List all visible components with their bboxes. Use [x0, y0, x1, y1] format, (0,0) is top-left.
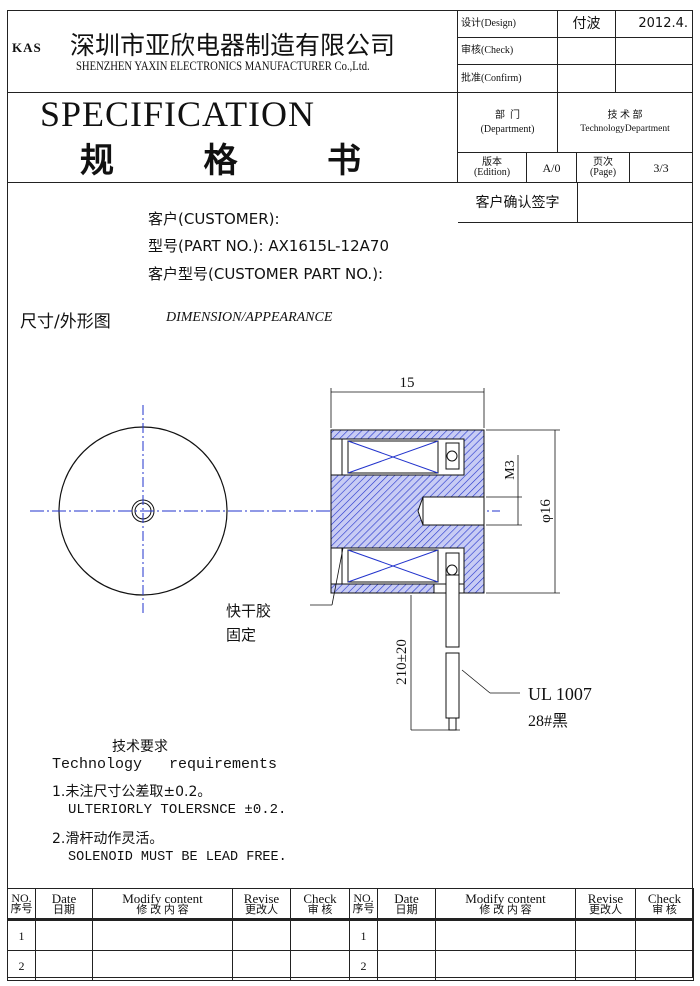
row-no: 1 — [7, 919, 36, 951]
row-cell — [232, 919, 291, 951]
edition-value: A/0 — [527, 153, 577, 183]
design-name: 付波 — [558, 10, 616, 38]
confirm-date — [616, 65, 693, 93]
design-label: 设计(Design) — [458, 10, 558, 38]
design-date: 2012.4. — [616, 10, 693, 38]
customer-sign-field — [578, 183, 693, 223]
requirement-2-cn: 2.滑杆动作灵活。 — [52, 831, 164, 847]
confirm-label: 批准(Confirm) — [458, 65, 558, 93]
row-cell — [575, 950, 636, 981]
spec-title-cn: 规 格 书 — [80, 141, 362, 181]
part-no-line: 型号(PART NO.): AX1615L-12A70 — [148, 235, 389, 256]
row-cell — [290, 950, 350, 981]
glue-note-2: 固定 — [226, 626, 256, 644]
row-cell — [435, 950, 576, 981]
requirement-1-en: ULTERIORLY TOLERSNCE ±0.2. — [68, 802, 287, 818]
header-no: NO.序号 — [7, 888, 36, 921]
dimension-title-en: DIMENSION/APPEARANCE — [166, 310, 333, 325]
row-cell — [290, 919, 350, 951]
wire-spec-2: 28#黑 — [528, 713, 568, 730]
customer-label: 客户(CUSTOMER): — [148, 210, 280, 228]
department-label: 部 门 (Department) — [458, 93, 558, 153]
requirements-title-en: Technology requirements — [52, 756, 278, 773]
diameter-dimension: φ16 — [538, 499, 554, 523]
row-no: 2 — [7, 950, 36, 981]
thread-dimension: M3 — [503, 460, 518, 479]
side-section-view — [330, 429, 485, 594]
table-row: 2 2 — [7, 950, 694, 981]
dimension-drawing: 15 φ16 M3 210±20 快干胶 固定 UL 1007 28#黑 — [30, 375, 592, 731]
check-name — [558, 38, 616, 65]
length-dimension: 15 — [400, 375, 415, 391]
wire-spec-1: UL 1007 — [528, 684, 592, 704]
row-cell — [377, 919, 436, 951]
customer-sign-label: 客户确认签字 — [458, 183, 578, 223]
company-logo: KAS — [12, 40, 42, 55]
row-cell — [575, 919, 636, 951]
row-cell — [377, 950, 436, 981]
edition-label: 版本 (Edition) — [458, 153, 527, 183]
table-row: 1 1 — [7, 919, 694, 951]
row-cell — [635, 950, 694, 981]
row-cell — [92, 950, 233, 981]
page-value: 3/3 — [630, 153, 693, 183]
company-name-en: SHENZHEN YAXIN ELECTRONICS MANUFACTURER … — [76, 59, 370, 73]
spec-title-en: SPECIFICATION — [40, 94, 316, 134]
check-label: 审核(Check) — [458, 38, 558, 65]
lead-wire — [445, 574, 460, 731]
row-cell — [92, 919, 233, 951]
row-cell — [635, 919, 694, 951]
confirm-name — [558, 65, 616, 93]
company-name-cn: 深圳市亚欣电器制造有限公司 — [70, 31, 396, 60]
check-date — [616, 38, 693, 65]
dimension-lines — [310, 388, 560, 731]
part-no-value: AX1615L-12A70 — [268, 237, 389, 255]
customer-part-no-label: 客户型号(CUSTOMER PART NO.): — [148, 265, 384, 283]
lead-length-dimension: 210±20 — [394, 639, 410, 685]
page-label: 页次 (Page) — [577, 153, 630, 183]
requirements-title-cn: 技术要求 — [112, 739, 168, 755]
row-cell — [232, 950, 291, 981]
title-block — [7, 92, 458, 183]
row-cell — [35, 919, 93, 951]
department-value: 技 术 部 TechnologyDepartment — [558, 93, 693, 153]
row-cell — [35, 950, 93, 981]
glue-note-1: 快干胶 — [226, 602, 271, 620]
header-no-2: NO.序号 — [349, 888, 378, 921]
row-no: 2 — [349, 950, 378, 981]
row-cell — [435, 919, 576, 951]
requirement-1-cn: 1.未注尺寸公差取±0.2。 — [52, 784, 212, 800]
dimension-title-cn: 尺寸/外形图 — [20, 312, 111, 332]
part-no-label: 型号(PART NO.): — [148, 237, 264, 255]
row-no: 1 — [349, 919, 378, 951]
requirement-2-en: SOLENOID MUST BE LEAD FREE. — [68, 850, 287, 865]
